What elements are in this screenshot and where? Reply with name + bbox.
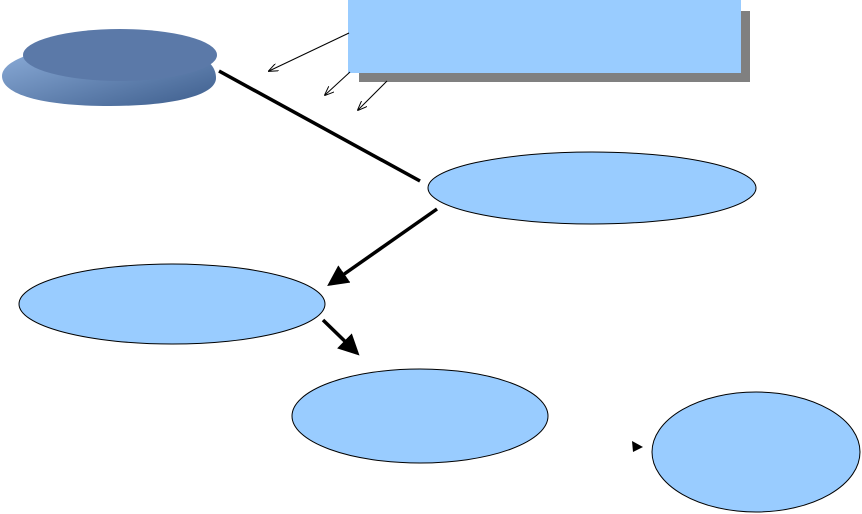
- ellipse-top-right: [427, 151, 757, 225]
- connector-disk-to-top-right: [218, 69, 421, 183]
- connector-top-right-to-middle-left: [327, 207, 439, 287]
- connector-middle-left-to-bottom-center: [321, 318, 360, 356]
- callout-box-node: [348, 0, 750, 82]
- arrowhead-near-bottom-right: [632, 441, 643, 452]
- disk-node: [2, 29, 217, 106]
- disk-top: [23, 29, 217, 81]
- ellipse-middle-left: [18, 263, 326, 345]
- ellipse-bottom-center: [291, 368, 549, 464]
- callout-box: [348, 0, 741, 73]
- callout-pointer-3: [358, 80, 388, 110]
- callout-pointer-1: [269, 32, 350, 71]
- callout-pointer-2: [325, 71, 351, 95]
- ellipse-bottom-right: [651, 391, 861, 513]
